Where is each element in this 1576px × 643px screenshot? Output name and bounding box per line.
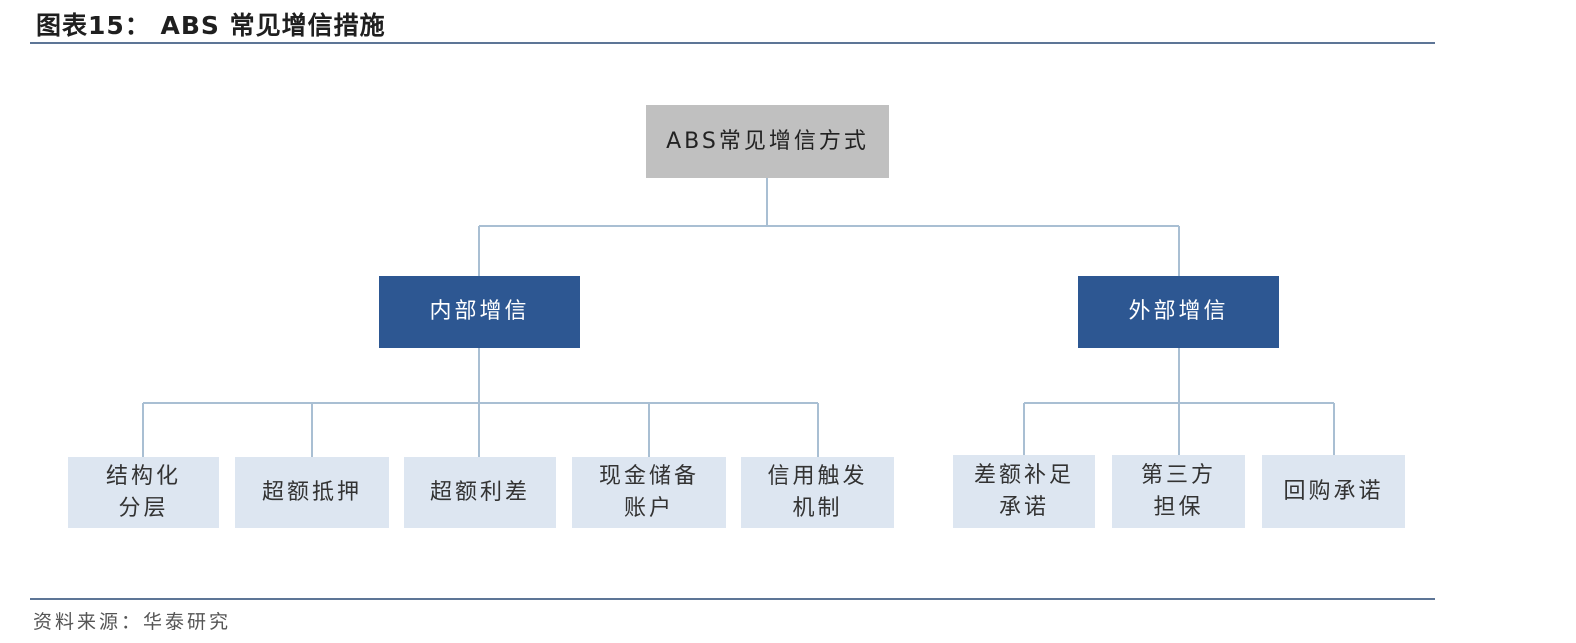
leaf-line: 差额补足: [973, 462, 1074, 488]
leaf-line: 超额利差: [429, 479, 530, 505]
leaf-line: 超额抵押: [261, 479, 362, 505]
leaf-line: 现金储备: [598, 463, 699, 489]
leaf-line: 信用触发: [767, 463, 868, 489]
leaf-third-party-guarantee: 第三方担保: [1112, 455, 1245, 528]
leaf-excess-spread: 超额利差: [404, 457, 556, 528]
internal-enhancement-node: 内部增信: [379, 276, 580, 348]
leaf-structured-tranching: 结构化分层: [68, 457, 219, 528]
leaf-overcollateralization: 超额抵押: [235, 457, 389, 528]
footer-divider: [30, 598, 1435, 600]
leaf-shortfall-commitment: 差额补足承诺: [953, 455, 1095, 528]
page-title: 图表15： ABS 常见增信措施: [36, 11, 386, 40]
leaf-line: 承诺: [998, 494, 1049, 520]
leaf-line: 分层: [118, 495, 169, 521]
source-note: 资料来源：华泰研究: [33, 611, 232, 633]
leaf-cash-reserve-account: 现金储备账户: [572, 457, 726, 528]
external-enhancement-node: 外部增信: [1078, 276, 1279, 348]
root-node: ABS常见增信方式: [646, 105, 889, 178]
leaf-line: 第三方: [1140, 462, 1216, 488]
leaf-repurchase-commitment: 回购承诺: [1262, 455, 1405, 528]
leaf-line: 结构化: [105, 463, 181, 489]
header-divider: [30, 42, 1435, 44]
leaf-line: 机制: [792, 495, 843, 521]
leaf-line: 担保: [1153, 494, 1204, 520]
leaf-credit-trigger: 信用触发机制: [741, 457, 894, 528]
leaf-line: 回购承诺: [1283, 478, 1384, 504]
leaf-line: 账户: [623, 495, 674, 521]
